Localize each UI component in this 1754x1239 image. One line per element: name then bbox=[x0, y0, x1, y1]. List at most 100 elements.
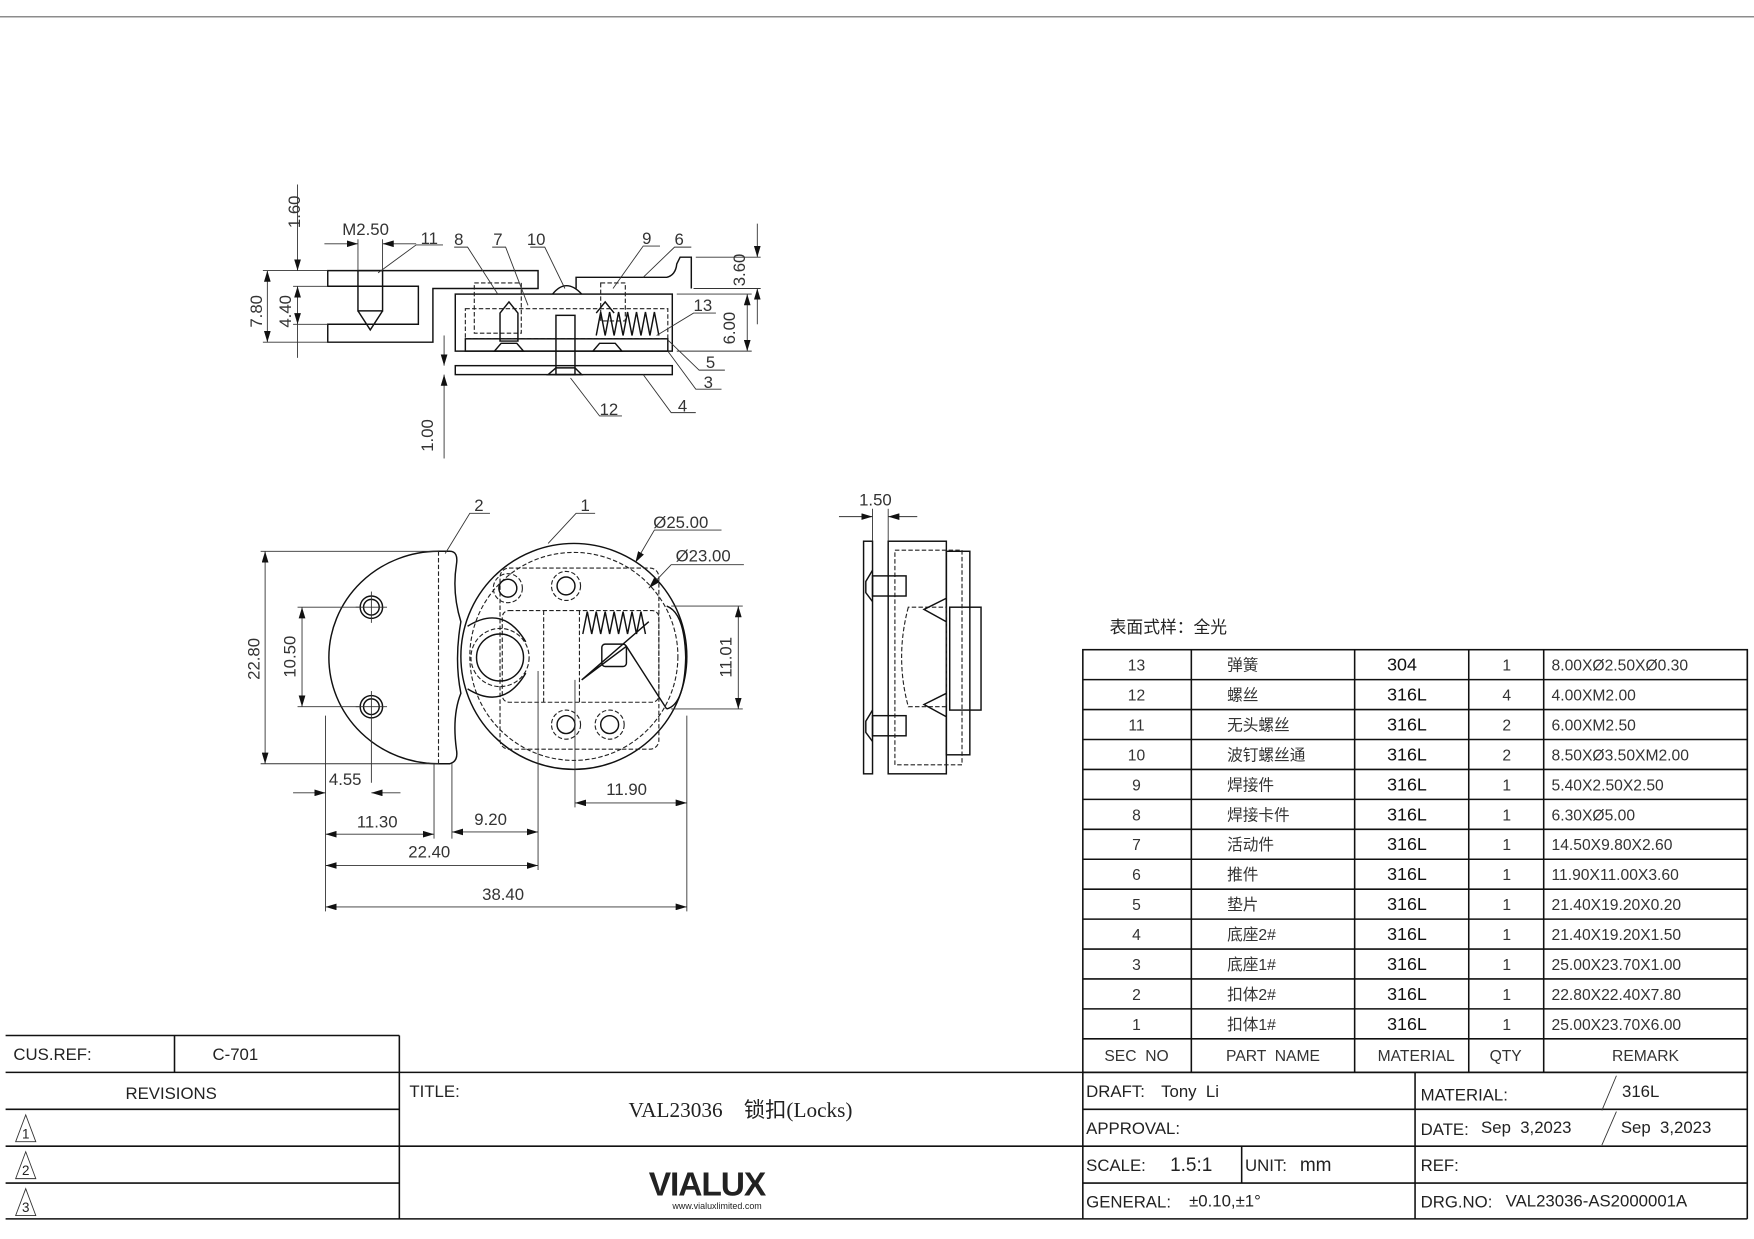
material-cell: 316L bbox=[1387, 774, 1427, 794]
remark-cell: 8.50XØ3.50XM2.00 bbox=[1552, 747, 1690, 764]
dim-22-40: 22.40 bbox=[408, 843, 450, 862]
material-cell: 316L bbox=[1387, 744, 1427, 764]
remark-cell: 6.30XØ5.00 bbox=[1552, 807, 1636, 824]
balloon-6: 6 bbox=[675, 230, 684, 249]
draft-value: Tony Li bbox=[1161, 1082, 1219, 1101]
material-cell: 316L bbox=[1387, 864, 1427, 884]
part-13-spring bbox=[582, 611, 647, 635]
part-10-dome bbox=[552, 284, 583, 295]
sec-no-cell: 1 bbox=[1132, 1017, 1141, 1034]
sec-no-cell: 7 bbox=[1132, 837, 1141, 854]
dim-1-50: 1.50 bbox=[859, 490, 892, 509]
svg-text:3: 3 bbox=[22, 1200, 29, 1215]
revision-triangle-icon bbox=[15, 1113, 37, 1143]
svg-text:2: 2 bbox=[22, 1163, 29, 1178]
surface-finish-note: 表面式样：全光 bbox=[1110, 618, 1228, 637]
qty-cell: 1 bbox=[1502, 807, 1511, 824]
part-name-cell: 螺丝 bbox=[1227, 687, 1258, 705]
drg-no-value: VAL23036-AS2000001A bbox=[1506, 1192, 1688, 1211]
date-label: DATE: bbox=[1421, 1120, 1469, 1139]
balloon-9: 9 bbox=[642, 229, 651, 248]
dim-3-60: 3.60 bbox=[730, 254, 749, 287]
part-1-body bbox=[454, 293, 674, 352]
dim-38-40: 38.40 bbox=[482, 885, 524, 904]
part-name-cell: 推件 bbox=[1227, 866, 1258, 884]
material-cell: 316L bbox=[1387, 685, 1427, 705]
remark-cell: 14.50X9.80X2.60 bbox=[1552, 837, 1673, 854]
qty-cell: 1 bbox=[1502, 987, 1511, 1004]
sec-no-cell: 3 bbox=[1132, 957, 1141, 974]
balloon-3: 3 bbox=[704, 373, 713, 392]
dim-1-60: 1.60 bbox=[285, 195, 304, 228]
qty-cell: 1 bbox=[1502, 1017, 1511, 1034]
qty-cell: 1 bbox=[1502, 867, 1511, 884]
part-1-inner-dashed bbox=[469, 551, 679, 761]
revision-triangle-icon bbox=[15, 1150, 37, 1180]
vialux-url: www.vialuxlimited.com bbox=[671, 1201, 761, 1211]
material-cell: 316L bbox=[1387, 984, 1427, 1004]
part-name-cell: 弹簧 bbox=[1227, 657, 1258, 675]
revisions-label: REVISIONS bbox=[125, 1084, 216, 1103]
revision-triangle-icon bbox=[15, 1187, 37, 1216]
dim-dia-23: Ø23.00 bbox=[676, 546, 731, 565]
qty-cell: 4 bbox=[1502, 688, 1511, 705]
part-2-outline bbox=[328, 550, 462, 765]
qty-cell: 2 bbox=[1502, 747, 1511, 764]
material-label: MATERIAL: bbox=[1421, 1085, 1508, 1104]
balloon-12: 12 bbox=[600, 400, 619, 419]
parts-table-header: SEC NO PART NAME MATERIAL QTY REMARK bbox=[1104, 1048, 1679, 1065]
sec-no-cell: 6 bbox=[1132, 867, 1141, 884]
header-qty: QTY bbox=[1490, 1048, 1523, 1065]
part-8-dashed bbox=[473, 282, 522, 334]
dim-11-01: 11.01 bbox=[717, 637, 736, 678]
part-name-cell: 无头螺丝 bbox=[1227, 717, 1290, 735]
title-label: TITLE: bbox=[409, 1082, 459, 1101]
part-3-plate bbox=[464, 338, 669, 352]
balloon-2: 2 bbox=[474, 496, 483, 515]
unit-value: mm bbox=[1300, 1155, 1332, 1176]
scale-value: 1.5:1 bbox=[1170, 1155, 1212, 1176]
sec-no-cell: 5 bbox=[1132, 897, 1141, 914]
approval-label: APPROVAL: bbox=[1086, 1119, 1180, 1138]
general-value: ±0.10,±1° bbox=[1189, 1192, 1261, 1211]
dim-10-50: 10.50 bbox=[280, 636, 299, 678]
header-sec-no: SEC NO bbox=[1104, 1048, 1168, 1065]
header-material: MATERIAL bbox=[1378, 1048, 1455, 1065]
front-view: 22.80 10.50 11.01 4.55 11.30 9.20 22.40 … bbox=[245, 496, 744, 912]
qty-cell: 2 bbox=[1502, 718, 1511, 735]
date-value-2: Sep 3,2023 bbox=[1621, 1118, 1711, 1137]
balloon-10: 10 bbox=[527, 230, 546, 249]
part-7-slide bbox=[501, 609, 660, 703]
remark-cell: 5.40X2.50X2.50 bbox=[1552, 777, 1665, 794]
dim-dia-25: Ø25.00 bbox=[653, 513, 708, 532]
material-cell: 316L bbox=[1387, 834, 1427, 854]
screw-holes bbox=[492, 570, 625, 740]
material-cell: 316L bbox=[1387, 1014, 1427, 1034]
unit-label: UNIT: bbox=[1245, 1156, 1287, 1175]
remark-cell: 4.00XM2.00 bbox=[1552, 688, 1637, 705]
part-name-cell: 底座1# bbox=[1227, 956, 1276, 974]
sec-no-cell: 8 bbox=[1132, 807, 1141, 824]
cus-ref-value: C-701 bbox=[213, 1045, 259, 1064]
balloon-1: 1 bbox=[581, 496, 590, 515]
remark-cell: 21.40X19.20X0.20 bbox=[1552, 897, 1682, 914]
title-block: CUS.REF: C-701 REVISIONS 1 2 3 TITLE: VA… bbox=[5, 1034, 1748, 1220]
dim-9-20: 9.20 bbox=[474, 810, 507, 829]
dim-4-55: 4.55 bbox=[329, 770, 362, 789]
side-tab bbox=[948, 606, 982, 711]
dim-4-40: 4.40 bbox=[276, 295, 295, 328]
sec-no-cell: 9 bbox=[1132, 777, 1141, 794]
part-2-body bbox=[327, 269, 539, 343]
side-plate bbox=[862, 540, 874, 775]
dim-m2-50: M2.50 bbox=[342, 220, 389, 239]
part-name-cell: 底座2# bbox=[1227, 926, 1276, 944]
dim-1-00: 1.00 bbox=[418, 419, 437, 452]
ref-label: REF: bbox=[1421, 1156, 1459, 1175]
balloon-11: 11 bbox=[421, 229, 438, 248]
